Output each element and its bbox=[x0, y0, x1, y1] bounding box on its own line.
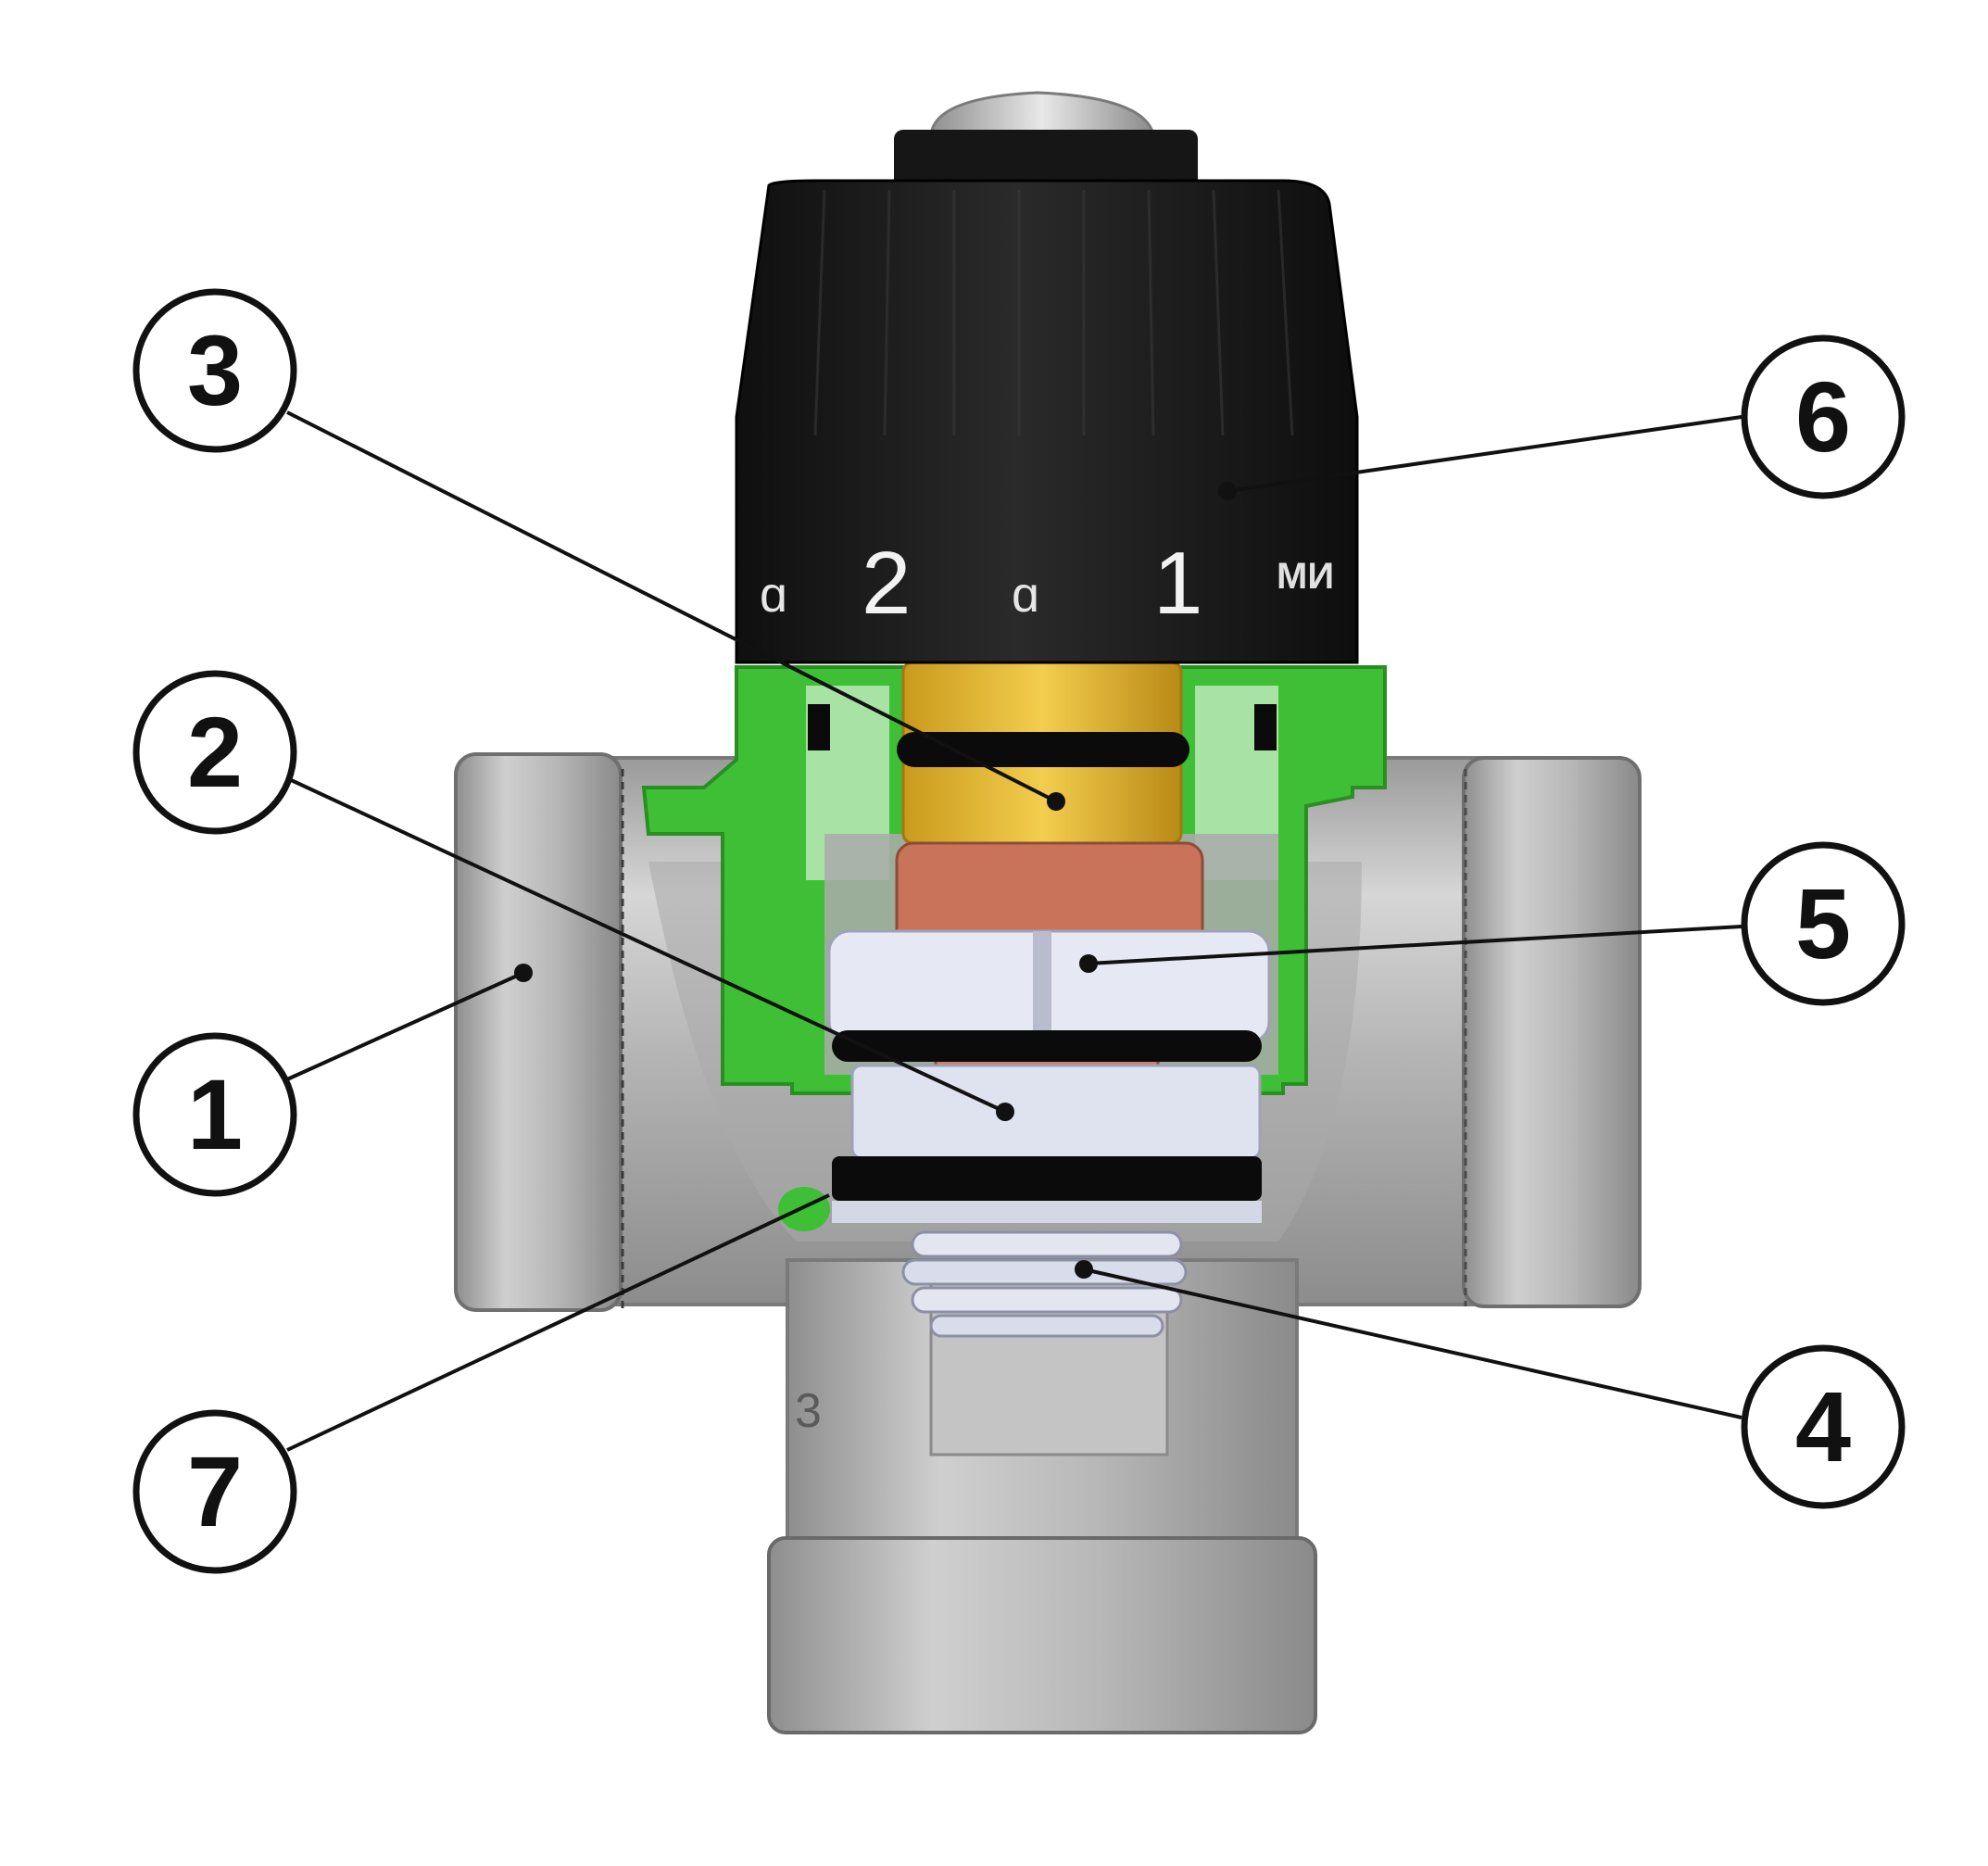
callout-circle-6 bbox=[1741, 334, 1906, 499]
callout-1: 1 bbox=[132, 1032, 297, 1197]
leader-dot-4 bbox=[1075, 1260, 1093, 1279]
callout-circle-2 bbox=[132, 670, 297, 835]
callout-circle-4 bbox=[1741, 1344, 1906, 1509]
callout-label-6: 6 bbox=[1795, 360, 1851, 473]
leader-dot-1 bbox=[514, 964, 533, 982]
piston-oring-upper bbox=[832, 1030, 1262, 1062]
knob-top-cap bbox=[929, 91, 1155, 141]
leader-line-3 bbox=[286, 410, 1057, 803]
knob-rib bbox=[883, 189, 891, 436]
leader-dot-2 bbox=[996, 1103, 1014, 1121]
callout-label-3: 3 bbox=[187, 314, 243, 426]
piston-lower bbox=[832, 1201, 1262, 1223]
knob-rib bbox=[1147, 189, 1155, 436]
knob-ribs bbox=[813, 189, 1294, 436]
leader-dot-6 bbox=[1218, 482, 1237, 500]
callout-circle-3 bbox=[132, 288, 297, 453]
brass-stem-oring bbox=[897, 732, 1189, 767]
leader-line-1 bbox=[286, 971, 524, 1081]
lower-green-seal bbox=[778, 1187, 830, 1231]
left-pipe-end bbox=[454, 752, 623, 1312]
cartridge-slot-left bbox=[808, 704, 830, 750]
callout-5: 5 bbox=[1741, 841, 1906, 1006]
adjustment-knob: ɑ 2 ɑ 1 MИ bbox=[735, 91, 1359, 664]
callout-4: 4 bbox=[1741, 1344, 1906, 1509]
knob-small-left: ɑ bbox=[760, 567, 787, 623]
piston-oring-lower bbox=[832, 1156, 1262, 1201]
knob-rib bbox=[813, 189, 826, 436]
callout-label-1: 1 bbox=[187, 1058, 243, 1170]
spring-coil-2 bbox=[901, 1258, 1188, 1286]
piston-slot bbox=[1033, 931, 1051, 1033]
leader-line-5 bbox=[1088, 925, 1743, 965]
leader-line-7 bbox=[286, 1193, 830, 1452]
brass-stem bbox=[897, 661, 1189, 845]
right-pipe-end bbox=[1462, 756, 1642, 1308]
spring-coil-4 bbox=[929, 1314, 1164, 1338]
callout-label-7: 7 bbox=[187, 1435, 243, 1547]
callout-2: 2 bbox=[132, 670, 297, 835]
callout-label-2: 2 bbox=[187, 696, 243, 808]
leader-dot-3 bbox=[1047, 792, 1065, 811]
knob-body bbox=[735, 179, 1359, 664]
spring bbox=[901, 1230, 1188, 1338]
callouts: 1 2 3 4 5 6 7 bbox=[132, 288, 1906, 1574]
leader-dots bbox=[514, 482, 1237, 1279]
knob-collar bbox=[894, 130, 1198, 191]
piston-middle bbox=[850, 1064, 1262, 1160]
knob-rib bbox=[1277, 189, 1294, 436]
knob-digit-left: 2 bbox=[862, 534, 911, 633]
spring-coil-3 bbox=[911, 1286, 1183, 1314]
bottom-pipe-end bbox=[767, 1536, 1317, 1734]
leader-line-4 bbox=[1083, 1267, 1743, 1419]
callout-3: 3 bbox=[132, 288, 297, 453]
leader-dot-5 bbox=[1079, 954, 1098, 973]
callout-label-4: 4 bbox=[1795, 1370, 1851, 1482]
leader-lines bbox=[286, 410, 1743, 1452]
leader-line-6 bbox=[1227, 415, 1743, 493]
cartridge-slot-right bbox=[1254, 704, 1277, 750]
callout-7: 7 bbox=[132, 1409, 297, 1574]
body-mark: 3 bbox=[795, 1384, 822, 1438]
callout-circle-1 bbox=[132, 1032, 297, 1197]
callout-label-5: 5 bbox=[1795, 867, 1851, 979]
leader-line-2 bbox=[286, 776, 1006, 1114]
piston bbox=[827, 929, 1271, 1223]
spring-coil-1 bbox=[911, 1230, 1183, 1258]
knob-small-right: ɑ bbox=[1012, 567, 1039, 623]
knob-mark: MИ bbox=[1277, 556, 1334, 597]
callout-circle-5 bbox=[1741, 841, 1906, 1006]
callout-circle-7 bbox=[132, 1409, 297, 1574]
callout-6: 6 bbox=[1741, 334, 1906, 499]
knob-rib bbox=[1212, 189, 1225, 436]
knob-digit-right: 1 bbox=[1153, 534, 1202, 633]
